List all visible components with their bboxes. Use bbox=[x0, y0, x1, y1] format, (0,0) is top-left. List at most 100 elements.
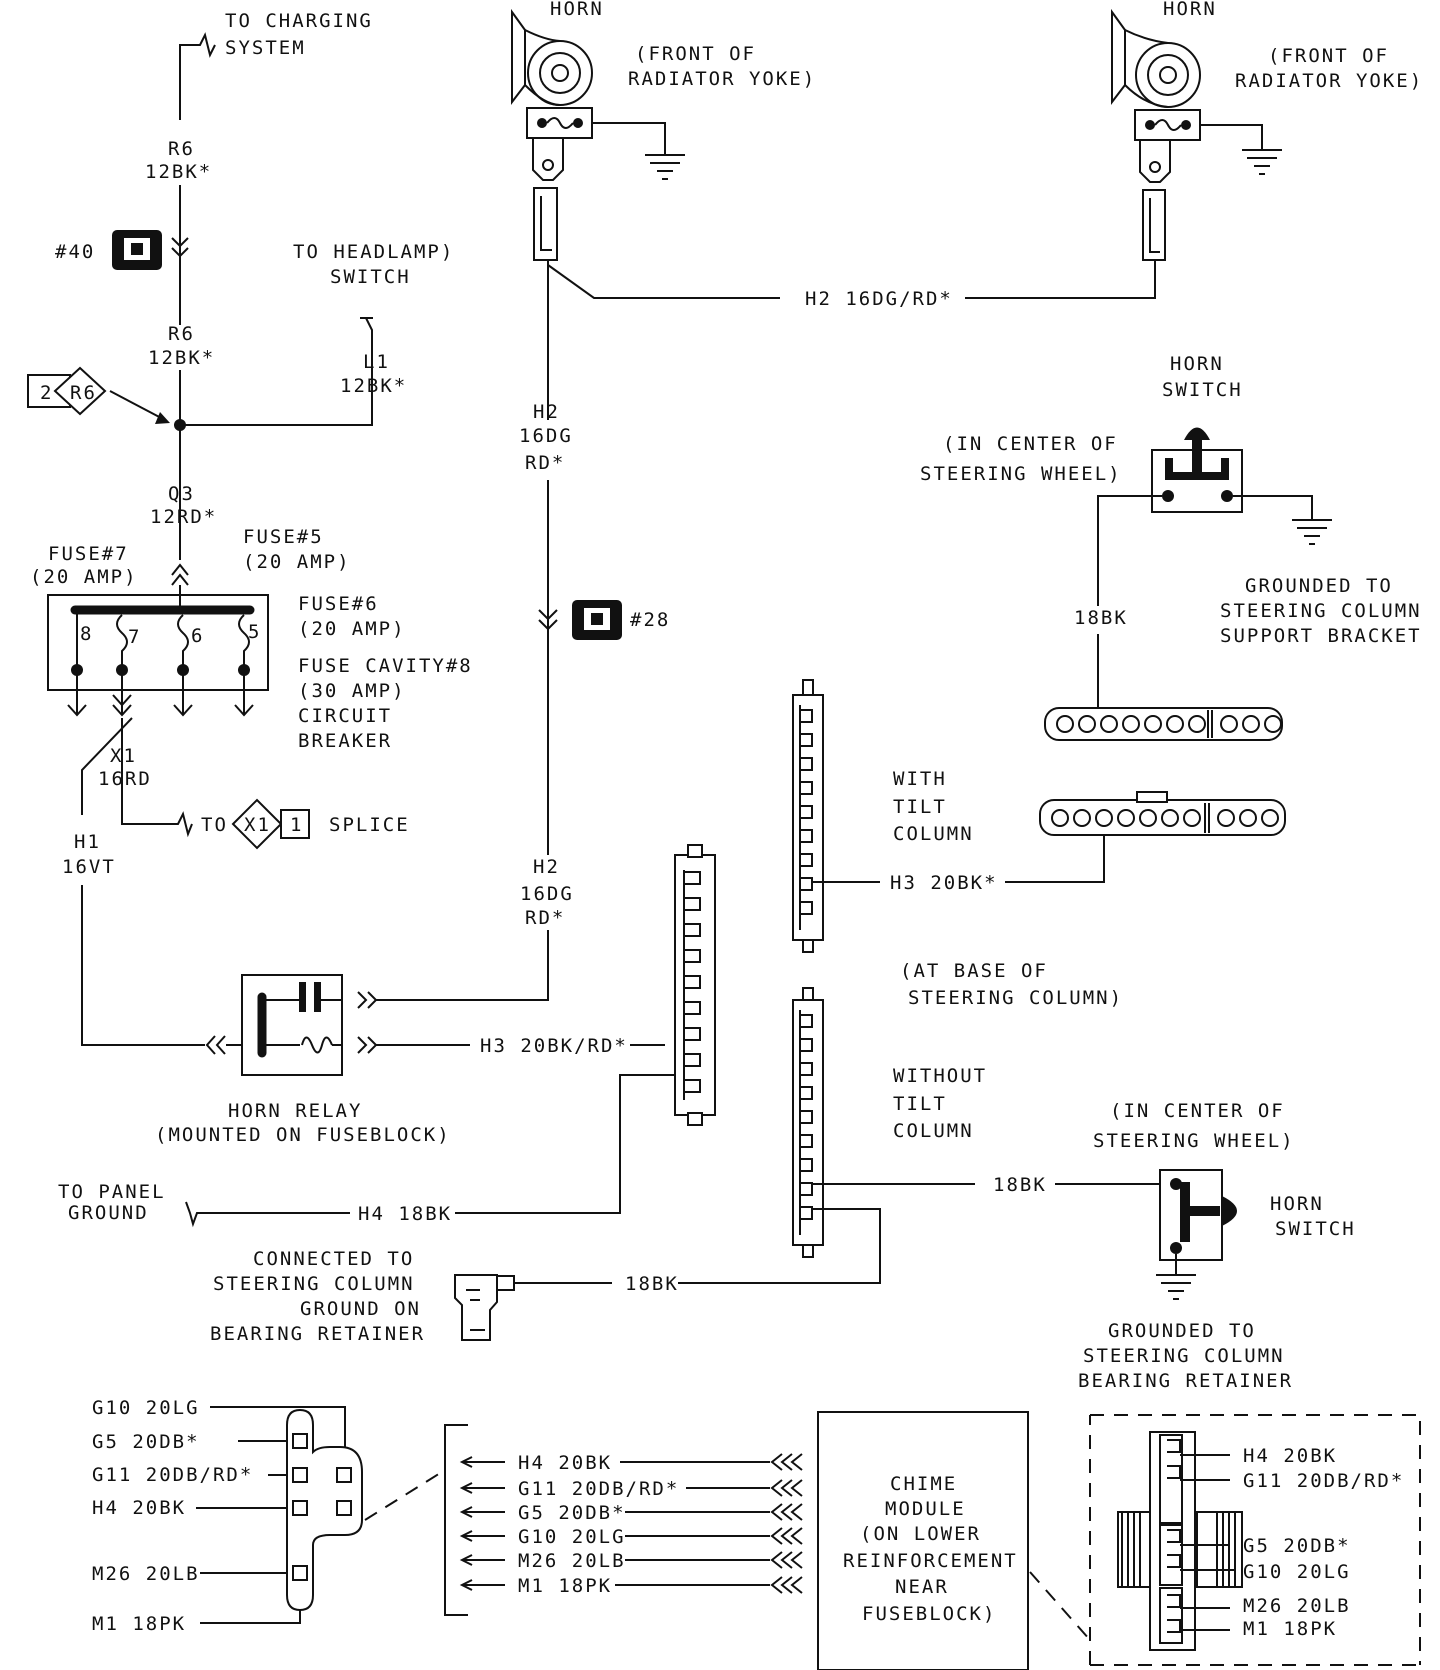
horn-relay: H3 20BK/RD* HORN RELAY (MOUNTED ON FUSEB… bbox=[155, 930, 665, 1146]
horn-right-label: HORN bbox=[1163, 0, 1217, 20]
fuse-block: FUSE#7 (20 AMP) FUSE#5 (20 AMP) FUSE#6 (… bbox=[30, 526, 473, 752]
chime-module-connector-detail: H4 20BK G11 20DB/RD* G5 20DB* G10 20LG M… bbox=[1089, 1414, 1421, 1666]
bearing-18bk-label: 18BK bbox=[625, 1273, 679, 1295]
l1-wire-label: L1 bbox=[363, 351, 390, 373]
horn-switch-bottom-label-1: HORN bbox=[1270, 1193, 1324, 1215]
connector-28-icon bbox=[572, 600, 622, 640]
fuse-cavity-label-3: CIRCUIT bbox=[298, 705, 392, 727]
column-connector-with-tilt: H3 20BK* WITH TILT COLUMN bbox=[792, 679, 998, 953]
at-base-label-1: (AT BASE OF bbox=[900, 960, 1048, 982]
fuse-cavity-label-1: FUSE CAVITY#8 bbox=[298, 655, 473, 677]
fuse-num-7: 7 bbox=[128, 626, 141, 648]
chime-mid-wire-1: H4 20BK bbox=[518, 1452, 612, 1474]
chime-left-wire-6: M1 18PK bbox=[92, 1613, 186, 1635]
with-tilt-label-1: WITH bbox=[893, 768, 947, 790]
h3-relay-label: H3 20BK/RD* bbox=[480, 1035, 628, 1057]
fuse-num-5: 5 bbox=[248, 621, 261, 643]
grounded-support-label-2: STEERING COLUMN bbox=[1220, 600, 1422, 622]
h2-a-wire: H2 bbox=[533, 401, 560, 423]
h2-b-wire: H2 bbox=[533, 856, 560, 878]
chime-module-label-4: REINFORCEMENT bbox=[843, 1550, 1018, 1572]
to-headlamp-label-1: TO HEADLAMP) bbox=[293, 241, 454, 263]
front-left-label-2: RADIATOR YOKE) bbox=[628, 68, 816, 90]
connected-to-label-4: BEARING RETAINER bbox=[210, 1323, 425, 1345]
grounded-bearing-label-1: GROUNDED TO bbox=[1108, 1320, 1256, 1342]
h2-a-color: RD* bbox=[525, 452, 565, 474]
h1-gauge-label: 16VT bbox=[62, 856, 116, 878]
fuse-num-8: 8 bbox=[80, 623, 93, 645]
splice-r6-symbol: 2 R6 bbox=[27, 366, 170, 424]
chime-left-connector: G10 20LG G5 20DB* G11 20DB/RD* H4 20BK M… bbox=[92, 1397, 446, 1635]
splice-dot bbox=[174, 419, 186, 431]
grounded-support-label-1: GROUNDED TO bbox=[1245, 575, 1393, 597]
splice-r6-number: 2 bbox=[40, 382, 53, 404]
horn-relay-mount-label: (MOUNTED ON FUSEBLOCK) bbox=[155, 1124, 451, 1146]
to-splice-label: TO bbox=[201, 814, 228, 836]
connector-40-label: #40 bbox=[55, 241, 95, 263]
horn-switch-top-label-2: SWITCH bbox=[1162, 379, 1243, 401]
fuse6-label-1: FUSE#6 bbox=[298, 593, 379, 615]
horn-relay-label: HORN RELAY bbox=[228, 1100, 362, 1122]
chime-right-wire-3: G5 20DB* bbox=[1243, 1535, 1351, 1557]
fuse-cavity-label-2: (30 AMP) bbox=[298, 680, 406, 702]
center-wheel-bottom-label-1: (IN CENTER OF bbox=[1110, 1100, 1285, 1122]
horn-switch-bottom-label-2: SWITCH bbox=[1275, 1218, 1356, 1240]
fuse5-label-1: FUSE#5 bbox=[243, 526, 324, 548]
without-tilt-label-2: TILT bbox=[893, 1093, 947, 1115]
connector-40-icon bbox=[112, 230, 162, 270]
horn-left: HORN (FRONT OF RADIATOR YOKE) H2 16DG/RD… bbox=[511, 0, 1156, 420]
to-headlamp-label-2: SWITCH bbox=[330, 266, 411, 288]
chime-module-label-6: FUSEBLOCK) bbox=[862, 1603, 996, 1625]
splice-x1-symbol: X1 1 bbox=[231, 798, 310, 850]
chime-right-wire-4: G10 20LG bbox=[1243, 1561, 1351, 1583]
center-wheel-top-label-1: (IN CENTER OF bbox=[943, 433, 1118, 455]
center-wheel-top-label-2: STEERING WHEEL) bbox=[920, 463, 1122, 485]
chime-mid-wire-6: M1 18PK bbox=[518, 1575, 612, 1597]
chime-right-wire-2: G11 20DB/RD* bbox=[1243, 1470, 1404, 1492]
to-charging-label-2: SYSTEM bbox=[225, 37, 306, 59]
to-panel-ground-label-1: TO PANEL bbox=[58, 1181, 166, 1203]
horn-left-label: HORN bbox=[550, 0, 604, 20]
h2-horn-feed: H2 16DG RD* #28 H2 16DG RD* bbox=[519, 401, 670, 929]
chime-mid-wire-5: M26 20LB bbox=[518, 1550, 626, 1572]
h2-b-gauge: 16DG bbox=[520, 883, 574, 905]
to-panel-ground-label-2: GROUND bbox=[68, 1202, 149, 1224]
fuse-num-6: 6 bbox=[191, 625, 204, 647]
fuse7-label-2: (20 AMP) bbox=[30, 566, 138, 588]
r6-gauge-label-mid: 12BK* bbox=[148, 347, 215, 369]
chime-module-label-5: NEAR bbox=[895, 1576, 949, 1598]
notilt-18bk-label: 18BK bbox=[993, 1174, 1047, 1196]
h4-ground-label: H4 18BK bbox=[358, 1203, 452, 1225]
x1-h1-circuits: X1 16RD TO X1 1 SPLICE H1 16VT bbox=[62, 717, 408, 1055]
chime-mid-wire-2: G11 20DB/RD* bbox=[518, 1478, 679, 1500]
chime-module-label-2: MODULE bbox=[885, 1498, 966, 1520]
q3-wire-label: Q3 bbox=[168, 483, 195, 505]
grounded-support-label-3: SUPPORT BRACKET bbox=[1220, 625, 1422, 647]
connected-to-label-1: CONNECTED TO bbox=[253, 1248, 414, 1270]
grounded-bearing-label-3: BEARING RETAINER bbox=[1078, 1370, 1293, 1392]
chime-right-wire-5: M26 20LB bbox=[1243, 1595, 1351, 1617]
l1-gauge-label: 12BK* bbox=[340, 375, 407, 397]
with-tilt-label-3: COLUMN bbox=[893, 823, 974, 845]
tilt-18bk-label: 18BK bbox=[1074, 607, 1128, 629]
h2-top-label: H2 16DG/RD* bbox=[805, 288, 953, 310]
splice-x1-id: X1 bbox=[244, 814, 271, 836]
connector-28-label: #28 bbox=[630, 609, 670, 631]
h1-wire-label: H1 bbox=[74, 831, 101, 853]
horn-right: HORN (FRONT OF RADIATOR YOKE) bbox=[1111, 0, 1421, 261]
splice-r6-id: R6 bbox=[70, 382, 97, 404]
chime-left-wire-1: G10 20LG bbox=[92, 1397, 200, 1419]
x1-wire-label: X1 bbox=[110, 745, 137, 767]
chime-right-wire-6: M1 18PK bbox=[1243, 1618, 1337, 1640]
column-connector-without-tilt: 18BK WITHOUT TILT COLUMN bbox=[792, 987, 1168, 1258]
to-charging-label-1: TO CHARGING bbox=[225, 10, 373, 32]
h3-tilt-label: H3 20BK* bbox=[890, 872, 998, 894]
horn-switch-top-label-1: HORN bbox=[1170, 353, 1224, 375]
fuse6-label-2: (20 AMP) bbox=[298, 618, 406, 640]
chime-module: CHIME MODULE (ON LOWER REINFORCEMENT NEA… bbox=[817, 1411, 1091, 1670]
at-base-label-2: STEERING COLUMN) bbox=[908, 987, 1123, 1009]
without-tilt-label-1: WITHOUT bbox=[893, 1065, 987, 1087]
front-right-label-1: (FRONT OF bbox=[1268, 45, 1389, 67]
chime-mid-wire-4: G10 20LG bbox=[518, 1526, 626, 1548]
